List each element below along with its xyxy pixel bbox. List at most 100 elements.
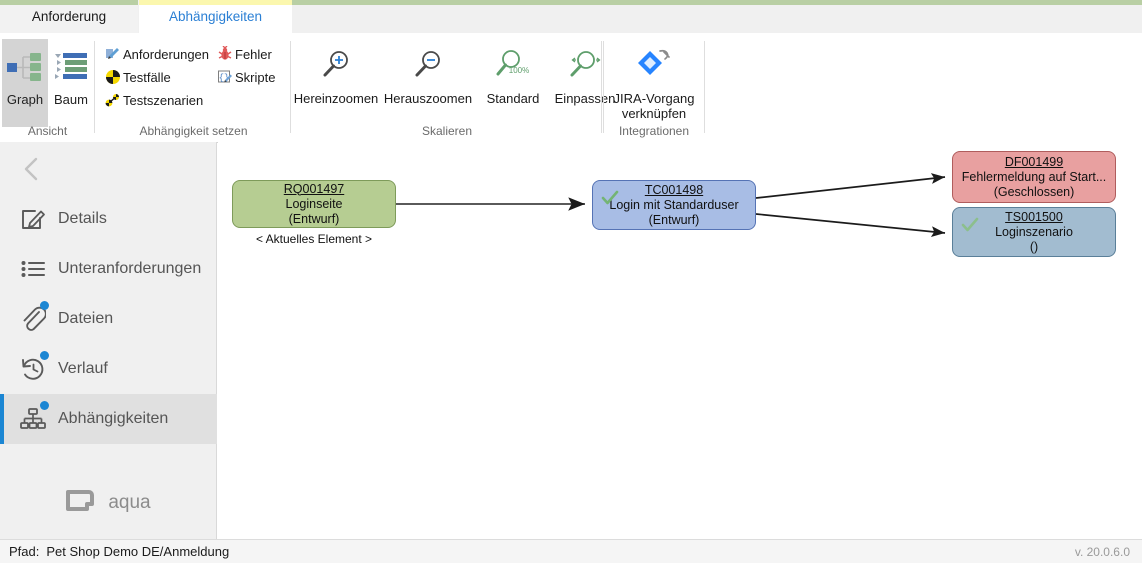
graph-node-status: () bbox=[1030, 240, 1038, 255]
notification-dot bbox=[40, 351, 49, 360]
status-path-label: Pfad: bbox=[9, 544, 39, 559]
sidebar-item-verlauf-label: Verlauf bbox=[58, 360, 108, 378]
graph-node-current-element-caption: < Aktuelles Element > bbox=[232, 232, 396, 246]
zoom-in-button-label: Hereinzoomen bbox=[294, 91, 379, 106]
graph-node-title: Loginszenario bbox=[995, 225, 1073, 240]
sidebar-item-dateien-label: Dateien bbox=[58, 310, 113, 328]
dep-button-testszenarien-label: Testszenarien bbox=[123, 93, 203, 108]
graph-node-title: Login mit Standarduser bbox=[609, 198, 738, 213]
ribbon-group-separator bbox=[704, 41, 705, 133]
ribbon-group-label-integrationen: Integrationen bbox=[603, 124, 705, 138]
requirement-icon bbox=[104, 46, 121, 63]
ribbon-group-separator bbox=[603, 41, 604, 133]
tab-abhaengigkeiten-label: Abhängigkeiten bbox=[169, 9, 262, 24]
sidebar-item-dateien[interactable]: Dateien bbox=[0, 294, 217, 344]
view-button-graph-label: Graph bbox=[7, 92, 43, 107]
jira-link-button[interactable]: JIRA-Vorgang verknüpfen bbox=[603, 39, 705, 129]
graph-node-status: (Geschlossen) bbox=[994, 185, 1075, 200]
zoom-standard-button[interactable]: 100% Standard bbox=[480, 39, 546, 129]
tab-bar-filler bbox=[292, 0, 1142, 5]
sidebar-item-abhaengigkeiten[interactable]: Abhängigkeiten bbox=[0, 394, 217, 444]
status-bar: Pfad: Pet Shop Demo DE/Anmeldung v. 20.0… bbox=[0, 539, 1142, 563]
dep-button-testfaelle[interactable]: Testfälle bbox=[104, 66, 171, 88]
history-clock-icon bbox=[16, 352, 50, 386]
sidebar-item-details-label: Details bbox=[58, 210, 107, 228]
graph-node-id: DF001499 bbox=[1005, 155, 1063, 170]
details-edit-icon bbox=[16, 202, 50, 236]
ribbon-group-label-ansicht: Ansicht bbox=[0, 124, 95, 138]
ribbon-group-dependency: Anforderungen Testfälle bbox=[96, 33, 291, 142]
ribbon-group-ansicht: Graph Baum Ansicht bbox=[0, 33, 95, 142]
dep-button-testszenarien[interactable]: Testszenarien bbox=[104, 89, 203, 111]
sidebar-item-unteranforderungen-label: Unteranforderungen bbox=[58, 260, 201, 278]
status-path-value: Pet Shop Demo DE/Anmeldung bbox=[46, 544, 229, 559]
brand-label: aqua bbox=[108, 492, 150, 514]
zoom-out-icon bbox=[411, 39, 445, 91]
zoom-fit-icon bbox=[566, 39, 604, 91]
aqua-logo-icon bbox=[66, 488, 98, 517]
paperclip-icon bbox=[16, 302, 50, 336]
ribbon-group-label-skalieren: Skalieren bbox=[292, 124, 602, 138]
graph-node-df001499[interactable]: DF001499 Fehlermeldung auf Start... (Ges… bbox=[952, 151, 1116, 203]
dep-button-skripte[interactable]: {} Skripte bbox=[216, 66, 275, 88]
ribbon-group-separator bbox=[94, 41, 95, 133]
ribbon-group-separator bbox=[601, 41, 602, 133]
graph-node-ts001500[interactable]: TS001500 Loginszenario () bbox=[952, 207, 1116, 257]
chevron-left-icon bbox=[22, 156, 42, 185]
tree-icon bbox=[53, 39, 89, 91]
graph-node-tc001498[interactable]: TC001498 Login mit Standarduser (Entwurf… bbox=[592, 180, 756, 230]
zoom-in-icon bbox=[319, 39, 353, 91]
notification-dot bbox=[40, 301, 49, 310]
ribbon-group-skalieren: Hereinzoomen Herauszoomen 1 bbox=[292, 33, 602, 142]
graph-node-id: TC001498 bbox=[645, 183, 703, 198]
defect-bug-icon bbox=[216, 46, 233, 63]
tab-accent-strip bbox=[0, 0, 138, 5]
graph-node-rq001497[interactable]: RQ001497 Loginseite (Entwurf) bbox=[232, 180, 396, 228]
sidebar-item-abhaengigkeiten-label: Abhängigkeiten bbox=[58, 410, 168, 428]
graph-node-status: (Entwurf) bbox=[649, 213, 700, 228]
sidebar-item-unteranforderungen[interactable]: Unteranforderungen bbox=[0, 244, 217, 294]
graph-node-title: Fehlermeldung auf Start... bbox=[962, 170, 1107, 185]
sidebar-collapse-button[interactable] bbox=[12, 152, 52, 188]
tab-anforderung[interactable]: Anforderung bbox=[0, 0, 138, 33]
left-sidebar: Details Unteranforderungen Dateien bbox=[0, 142, 217, 539]
ribbon-group-separator bbox=[290, 41, 291, 133]
sidebar-item-verlauf[interactable]: Verlauf bbox=[0, 344, 217, 394]
dependency-graph-canvas[interactable]: RQ001497 Loginseite (Entwurf) < Aktuelle… bbox=[218, 142, 1142, 539]
dep-button-fehler-label: Fehler bbox=[235, 47, 272, 62]
graph-edge bbox=[756, 177, 945, 198]
graph-edge bbox=[756, 214, 945, 233]
status-version-label: v. 20.0.6.0 bbox=[1075, 545, 1130, 559]
view-button-baum[interactable]: Baum bbox=[48, 39, 94, 127]
list-icon bbox=[16, 252, 50, 286]
graph-node-title: Loginseite bbox=[286, 197, 343, 212]
brand-logo: aqua bbox=[0, 488, 217, 517]
zoom-100-icon: 100% bbox=[494, 39, 532, 91]
ribbon-toolbar: Graph Baum Ansicht bbox=[0, 33, 1142, 143]
sidebar-item-details[interactable]: Details bbox=[0, 194, 217, 244]
svg-text:100%: 100% bbox=[509, 66, 529, 75]
zoom-out-button-label: Herauszoomen bbox=[384, 91, 472, 106]
graph-icon bbox=[6, 39, 44, 91]
zoom-standard-button-label: Standard bbox=[487, 91, 540, 106]
tab-anforderung-label: Anforderung bbox=[32, 9, 106, 24]
graph-node-id: RQ001497 bbox=[284, 182, 344, 197]
dep-button-fehler[interactable]: Fehler bbox=[216, 43, 272, 65]
ribbon-group-integrationen: JIRA-Vorgang verknüpfen Integrationen bbox=[603, 33, 705, 142]
view-button-graph[interactable]: Graph bbox=[2, 39, 48, 127]
dep-button-testfaelle-label: Testfälle bbox=[123, 70, 171, 85]
zoom-out-button[interactable]: Herauszoomen bbox=[383, 39, 473, 129]
testscenario-icon bbox=[104, 92, 121, 109]
tab-bar: Anforderung Abhängigkeiten bbox=[0, 0, 1142, 34]
zoom-in-button[interactable]: Hereinzoomen bbox=[296, 39, 376, 129]
view-button-baum-label: Baum bbox=[54, 92, 88, 107]
tab-abhaengigkeiten[interactable]: Abhängigkeiten bbox=[139, 0, 292, 33]
ribbon-group-label-dependency: Abhängigkeit setzen bbox=[96, 124, 291, 138]
graph-node-id: TS001500 bbox=[1005, 210, 1063, 225]
testcase-icon bbox=[104, 69, 121, 86]
dep-button-anforderungen-label: Anforderungen bbox=[123, 47, 209, 62]
dep-button-anforderungen[interactable]: Anforderungen bbox=[104, 43, 209, 65]
jira-link-button-label: JIRA-Vorgang verknüpfen bbox=[603, 91, 705, 121]
notification-dot bbox=[40, 401, 49, 410]
